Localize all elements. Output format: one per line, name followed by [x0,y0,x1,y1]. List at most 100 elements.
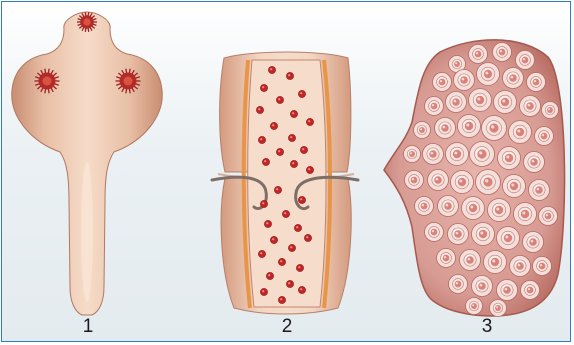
egg-highlight [298,266,300,268]
protoscolex-spot [492,260,495,263]
protoscolex-spot [505,288,508,291]
egg-dot [298,196,305,203]
sucker-hook [48,89,49,93]
protoscolex-spot [454,100,457,103]
protoscolex-spot [410,152,412,154]
sucker-hook [45,89,46,93]
egg-highlight [306,236,308,238]
sucker-hook [126,69,127,73]
protoscolex-spot [505,236,508,239]
egg-dot [288,134,295,141]
protoscolex-core [495,206,503,214]
egg-highlight [308,120,310,122]
sucker-hook [88,12,89,16]
protoscolex-spot [456,282,458,284]
egg-highlight [292,112,294,114]
protoscolex-spot [531,240,534,243]
protoscolex-spot [485,179,488,182]
egg-dot [282,210,289,217]
egg-dot [276,148,283,155]
protoscolex-spot [518,264,521,267]
egg-dot [286,72,293,79]
protoscolex-core [475,51,482,58]
protoscolex-spot [496,208,499,211]
protoscolex-spot [472,304,474,306]
sucker-hook [88,28,89,32]
protoscolex-core [527,287,534,294]
protoscolex-core [547,107,553,113]
illustration-canvas [2,2,571,342]
egg-dot [298,90,305,97]
protoscolex-core [478,282,486,290]
egg-highlight [300,92,302,94]
egg-highlight [276,188,278,190]
protoscolex-core [444,202,452,210]
protoscolex-core [522,57,529,64]
protoscolex-spot [542,134,544,136]
protoscolex-core [454,61,460,67]
egg-highlight [284,212,286,214]
egg-highlight [278,98,280,100]
protoscolex-core [471,303,477,309]
protoscolex-core [477,149,486,158]
egg-dot [300,146,307,153]
protoscolex-core [516,128,524,136]
scolex-figure [12,12,163,315]
protoscolex-spot [443,126,446,129]
protoscolex-spot [522,212,525,215]
protoscolex-spot [491,125,494,128]
sucker-center [83,18,90,25]
protoscolex-spot [436,178,439,181]
egg-dot [278,296,285,303]
protoscolex-core [510,182,518,190]
egg-highlight [264,160,266,162]
protoscolex-core [529,238,537,246]
sucker-center [43,77,52,86]
egg-highlight [268,274,270,276]
protoscolex-spot [485,72,488,75]
egg-dot [260,288,267,295]
protoscolex-core [453,150,461,158]
protoscolex-spot [477,98,480,101]
egg-highlight [272,238,274,240]
egg-dot [270,236,277,243]
egg-dot [294,224,301,231]
protoscolex-core [409,151,415,157]
protoscolex-spot [480,232,483,235]
protoscolex-spot [431,152,434,155]
protoscolex-spot [456,232,459,235]
protoscolex-spot [528,288,530,290]
protoscolex-spot [548,108,550,110]
protoscolex-spot [459,180,462,183]
egg-dot [288,244,295,251]
egg-highlight [292,162,294,164]
egg-dot [278,258,285,265]
protoscolex-core [541,133,548,140]
protoscolex-core [545,213,552,220]
segment-figure [212,52,358,314]
protoscolex-spot [540,264,542,266]
egg-dot [296,264,303,271]
egg-highlight [300,198,302,200]
egg-dot [306,118,313,125]
protoscolex-core [521,210,529,218]
protoscolex-core [489,123,498,132]
protoscolex-core [479,230,487,238]
protoscolex-core [530,158,538,166]
protoscolex-spot [466,124,469,127]
protoscolex-spot [412,178,414,180]
egg-dot [260,84,267,91]
label-figure-1: 1 [68,316,108,338]
egg-dot [258,250,265,257]
protoscolex-core [411,177,418,184]
protoscolex-core [499,49,506,56]
egg-highlight [296,226,298,228]
protoscolex-core [465,122,473,130]
egg-dot [304,234,311,241]
protoscolex-core [434,176,442,184]
protoscolex-core [452,98,460,106]
protoscolex-spot [506,156,509,159]
protoscolex-spot [454,152,457,155]
